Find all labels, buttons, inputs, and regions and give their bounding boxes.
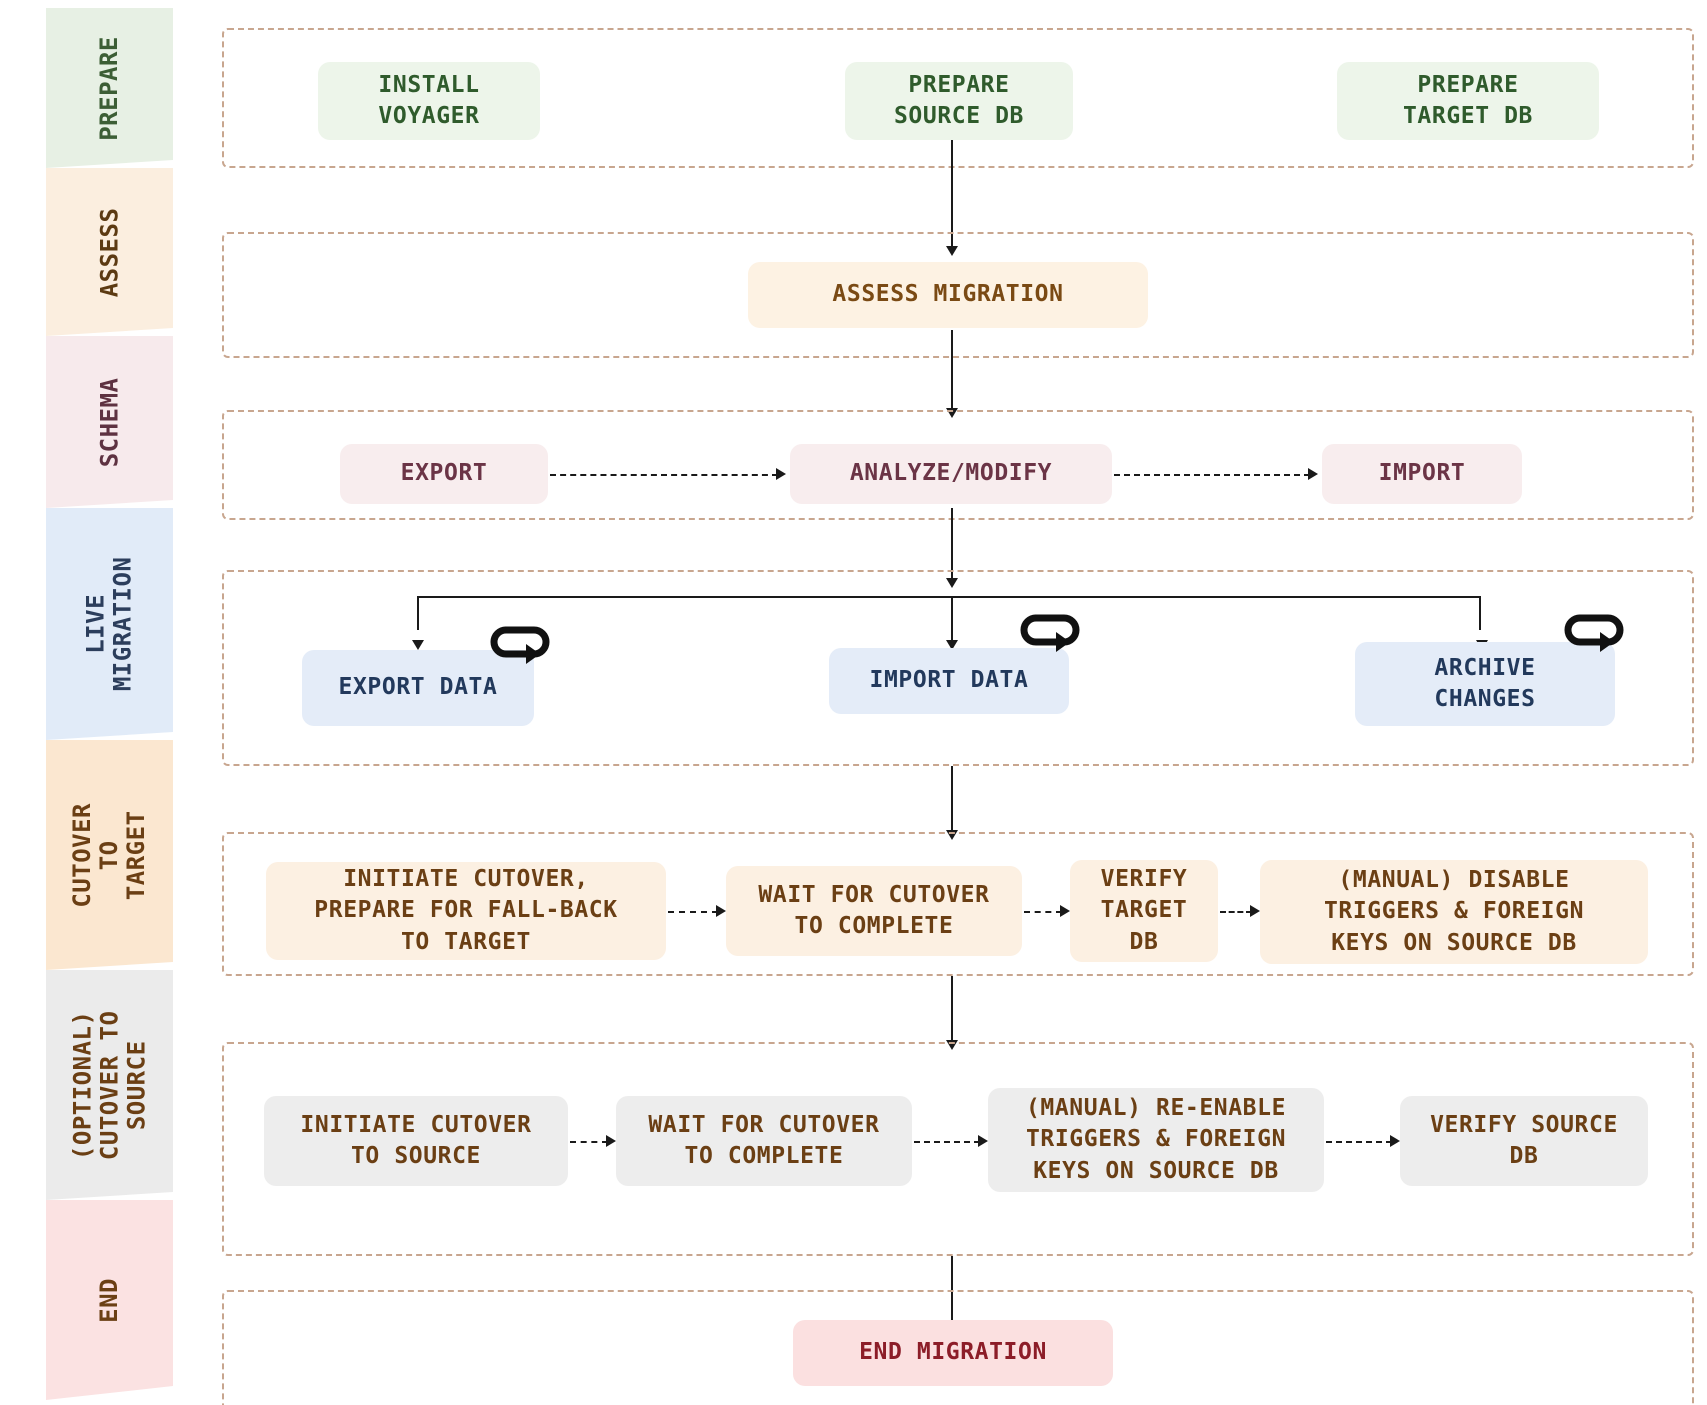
lane-container-cutover-to-target xyxy=(222,832,1694,976)
connector-cutover-target-to-optional-source-arrow xyxy=(946,1040,958,1050)
lane-container-optional-cutover-to-source xyxy=(222,1042,1694,1256)
connector-live-migration-to-cutover-target xyxy=(951,766,953,832)
connector-verify-to-disable-triggers-arrow xyxy=(1250,905,1260,917)
lane-tab-end-label: END xyxy=(95,1277,124,1323)
node-initiate-cutover-source[interactable]: INITIATE CUTOVER TO SOURCE xyxy=(264,1096,568,1186)
lane-container-schema xyxy=(222,410,1694,520)
lane-container-end xyxy=(222,1290,1694,1405)
connector-analyze-to-import xyxy=(1114,474,1310,476)
node-assess-migration[interactable]: ASSESS MIGRATION xyxy=(748,262,1148,328)
lane-tab-cutover-to-target-label: CUTOVER TO TARGET xyxy=(68,802,150,908)
lane-tab-optional-cutover-to-source-shape xyxy=(46,970,173,1200)
node-prepare-source-db[interactable]: PREPARE SOURCE DB xyxy=(845,62,1073,140)
lane-container-live-migration xyxy=(222,570,1694,766)
connector-fanout-import-data-line xyxy=(951,596,953,642)
connector-initiate-to-wait-target-arrow xyxy=(716,905,726,917)
lane-tab-prepare-label: PREPARE xyxy=(95,35,124,141)
loop-repeat-icon-export-data xyxy=(490,626,550,664)
connector-prepare-to-assess xyxy=(951,140,953,248)
connector-cutover-target-to-optional-source xyxy=(951,976,953,1042)
lane-tab-end-shape xyxy=(46,1200,173,1400)
connector-live-migration-fanout xyxy=(417,596,1481,630)
connector-schema-to-live-migration xyxy=(951,508,953,580)
node-wait-for-cutover-target[interactable]: WAIT FOR CUTOVER TO COMPLETE xyxy=(726,866,1022,956)
lane-tab-assess-shape xyxy=(46,168,173,336)
connector-reenable-to-verify-source-arrow xyxy=(1390,1135,1400,1147)
lane-tab-assess-label: ASSESS xyxy=(95,207,124,297)
node-export-data[interactable]: EXPORT DATA xyxy=(302,650,534,726)
connector-schema-to-live-migration-arrow xyxy=(946,578,958,588)
connector-initiate-to-wait-target xyxy=(668,911,718,913)
lane-tab-schema-label: SCHEMA xyxy=(95,377,124,467)
lane-container-assess xyxy=(222,232,1694,358)
node-reenable-triggers-source[interactable]: (MANUAL) RE-ENABLE TRIGGERS & FOREIGN KE… xyxy=(988,1088,1324,1192)
connector-analyze-to-import-arrow xyxy=(1308,468,1318,480)
node-prepare-target-db[interactable]: PREPARE TARGET DB xyxy=(1337,62,1599,140)
connector-live-migration-to-cutover-target-arrow xyxy=(946,830,958,840)
connector-verify-to-disable-triggers xyxy=(1220,911,1252,913)
connector-initiate-to-wait-source xyxy=(570,1141,608,1143)
connector-export-to-analyze xyxy=(550,474,778,476)
lane-tab-end[interactable]: END xyxy=(46,1200,173,1400)
connector-optional-source-to-end xyxy=(951,1256,953,1322)
connector-export-to-analyze-arrow xyxy=(776,468,786,480)
connector-assess-to-schema xyxy=(951,330,953,410)
connector-wait-to-verify-target xyxy=(1024,911,1062,913)
lane-tab-schema-shape xyxy=(46,336,173,508)
lane-tab-live-migration[interactable]: LIVE MIGRATION xyxy=(46,508,173,740)
node-wait-for-cutover-source[interactable]: WAIT FOR CUTOVER TO COMPLETE xyxy=(616,1096,912,1186)
lane-tab-live-migration-shape xyxy=(46,508,173,740)
node-initiate-cutover-target[interactable]: INITIATE CUTOVER, PREPARE FOR FALL-BACK … xyxy=(266,862,666,960)
connector-assess-to-schema-arrow xyxy=(946,408,958,418)
lane-tab-prepare[interactable]: PREPARE xyxy=(46,8,173,168)
node-schema-import[interactable]: IMPORT xyxy=(1322,444,1522,504)
lane-tab-optional-cutover-to-source[interactable]: (OPTIONAL) CUTOVER TO SOURCE xyxy=(46,970,173,1200)
lane-tab-cutover-to-target[interactable]: CUTOVER TO TARGET xyxy=(46,740,173,970)
lane-tab-prepare-shape xyxy=(46,8,173,168)
node-archive-changes[interactable]: ARCHIVE CHANGES xyxy=(1355,642,1615,726)
lane-tab-live-migration-label: LIVE MIGRATION xyxy=(81,556,137,692)
lane-tab-assess[interactable]: ASSESS xyxy=(46,168,173,336)
loop-repeat-icon-archive-changes xyxy=(1564,614,1624,652)
node-schema-export[interactable]: EXPORT xyxy=(340,444,548,504)
node-install-voyager[interactable]: INSTALL VOYAGER xyxy=(318,62,540,140)
connector-prepare-to-assess-arrow xyxy=(946,246,958,256)
connector-fanout-import-data-arrow xyxy=(946,640,958,650)
lane-tab-cutover-to-target-shape xyxy=(46,740,173,970)
connector-wait-to-reenable-triggers xyxy=(914,1141,980,1143)
node-verify-target-db[interactable]: VERIFY TARGET DB xyxy=(1070,860,1218,962)
lane-tab-schema[interactable]: SCHEMA xyxy=(46,336,173,508)
lane-container-prepare xyxy=(222,28,1694,168)
loop-repeat-icon-import-data xyxy=(1020,614,1080,652)
connector-fanout-export-data-arrow xyxy=(412,640,424,650)
connector-initiate-to-wait-source-arrow xyxy=(606,1135,616,1147)
lane-tab-sidebar: PREPARE ASSESS SCHEMA LIVE MIGRATION xyxy=(0,0,180,1405)
node-disable-triggers-source[interactable]: (MANUAL) DISABLE TRIGGERS & FOREIGN KEYS… xyxy=(1260,860,1648,964)
node-schema-analyze-modify[interactable]: ANALYZE/MODIFY xyxy=(790,444,1112,504)
node-end-migration[interactable]: END MIGRATION xyxy=(793,1320,1113,1386)
connector-wait-to-verify-target-arrow xyxy=(1060,905,1070,917)
node-import-data[interactable]: IMPORT DATA xyxy=(829,648,1069,714)
lane-tab-optional-cutover-to-source-label: (OPTIONAL) CUTOVER TO SOURCE xyxy=(68,1010,150,1160)
connector-wait-to-reenable-triggers-arrow xyxy=(978,1135,988,1147)
node-verify-source-db[interactable]: VERIFY SOURCE DB xyxy=(1400,1096,1648,1186)
connector-reenable-to-verify-source xyxy=(1326,1141,1392,1143)
